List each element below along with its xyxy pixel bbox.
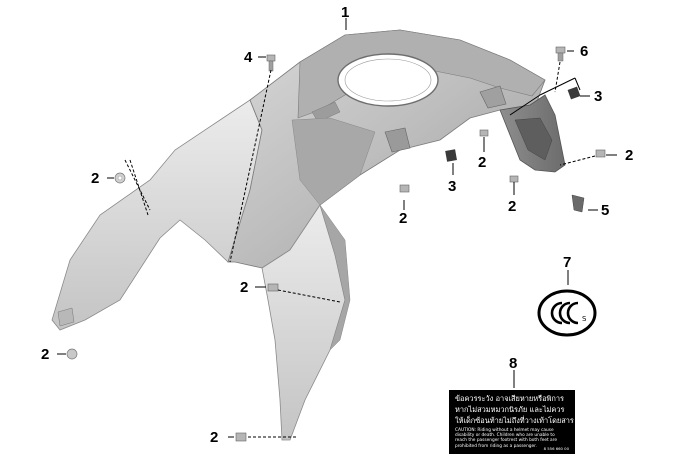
callout-2a: 2 [91, 170, 100, 187]
tank-cover-part [51, 29, 566, 441]
callout-2h: 2 [210, 429, 219, 446]
callout-2f: 2 [625, 147, 634, 164]
callout-3b: 3 [448, 178, 457, 195]
callout-6: 6 [580, 43, 589, 60]
fasteners [66, 46, 606, 442]
callout-7: 7 [563, 254, 572, 271]
ccc-suffix: S [582, 315, 587, 323]
warning-thai-line-2: หากไม่สวมหมวกนิรภัย และไม่ควร [455, 405, 565, 414]
callout-2d: 2 [478, 154, 487, 171]
callout-4: 4 [244, 49, 253, 66]
callout-3a: 3 [594, 88, 603, 105]
callout-2e: 2 [508, 198, 517, 215]
callout-5: 5 [601, 202, 610, 219]
callout-2g: 2 [240, 279, 249, 296]
callout-2b: 2 [41, 346, 50, 363]
warning-part-code: 8 556 660 00 [543, 446, 569, 451]
callout-1: 1 [341, 4, 350, 21]
warning-english-text: CAUTION: Riding without a helmet may cau… [455, 428, 557, 449]
callout-8: 8 [509, 355, 518, 372]
leader-lines [57, 18, 617, 438]
callout-2c: 2 [399, 210, 408, 227]
warning-thai-line-1: ข้อควรระวัง อาจเสียหายหรือพิการ [455, 394, 564, 403]
warning-thai-line-3: ให้เด็กซ้อนท้ายไม่ถึงที่วางเท้าโดยสาร [455, 416, 574, 425]
ccc-mark [537, 289, 597, 337]
warning-label: ข้อควรระวัง อาจเสียหายหรือพิการ หากไม่สว… [449, 390, 575, 454]
